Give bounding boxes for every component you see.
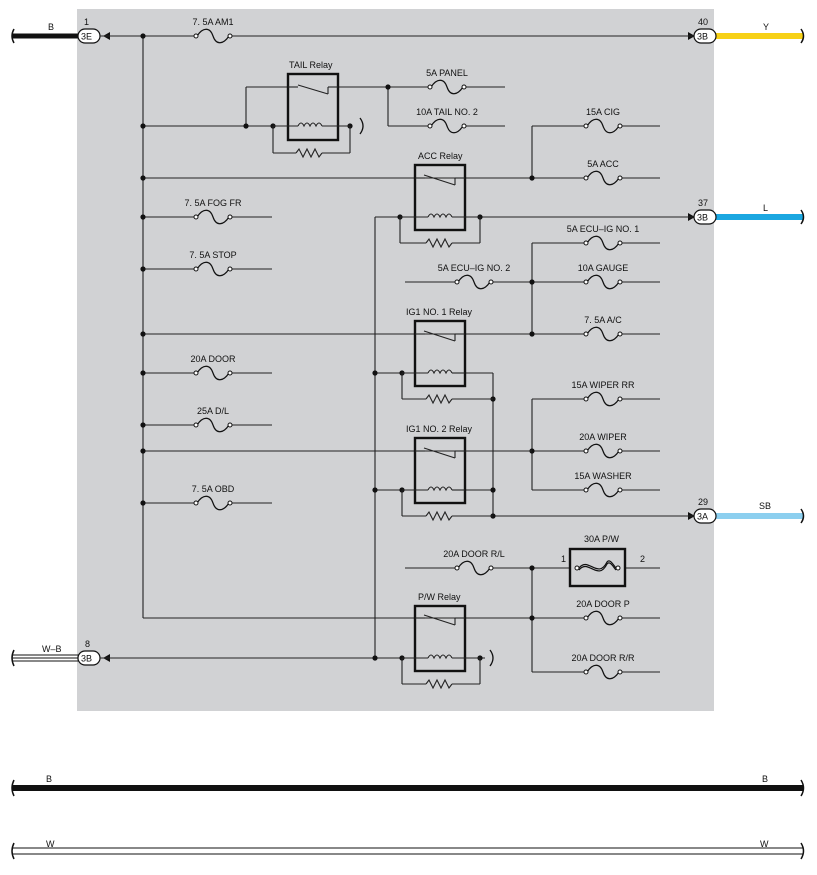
fuse-obd-label: 7. 5A OBD [192,484,235,494]
ig1-no2-relay-label: IG1 NO. 2 Relay [406,424,473,434]
wire-b-left: B [11,22,80,44]
wire-label-y: Y [763,22,769,32]
fuse-30a-pw-pin1: 1 [561,554,566,564]
wire-label-l: L [763,203,768,213]
connector-3b-37: 3B 37 [688,198,717,225]
fuse-door-label: 20A DOOR [190,354,236,364]
fuse-ecuig1: 5A ECU–IG NO. 1 [567,224,640,251]
svg-text:3E: 3E [81,32,92,42]
fuse-washer: 15A WASHER [574,471,632,498]
fuse-tail2: 10A TAIL NO. 2 [416,107,478,134]
pw-relay: P/W Relay [401,592,494,690]
connector-3b-8: 3B 8 [77,639,110,666]
fuse-30a-pw-pin2: 2 [640,554,645,564]
wire-l-right: L [715,203,805,225]
tail-relay: TAIL Relay [272,60,364,159]
fuse-washer-label: 15A WASHER [574,471,632,481]
tail-relay-label: TAIL Relay [289,60,333,70]
bottom-wire-w-label-right: W [760,839,769,849]
pw-fusible-link: 30A P/W 1 2 [561,534,645,588]
fuse-cig: 15A CIG [583,107,623,134]
pw-relay-label: P/W Relay [418,592,461,602]
fuse-wiper-label: 20A WIPER [579,432,627,442]
fuse-gauge: 10A GAUGE [578,263,629,290]
fuse-wiperrr-label: 15A WIPER RR [571,380,635,390]
fuse-acc: 5A ACC [583,159,623,186]
fuse-am1: 7. 5A AM1 [192,17,234,44]
fuse-doorrr-label: 20A DOOR R/R [571,653,635,663]
connector-3a-29: 3A 29 [688,497,717,524]
fuse-doorrl-label: 20A DOOR R/L [443,549,505,559]
fuse-panel: 5A PANEL [426,68,468,95]
fuse-doorrr: 20A DOOR R/R [571,653,635,680]
svg-text:3B: 3B [697,32,708,42]
fuse-tail2-label: 10A TAIL NO. 2 [416,107,478,117]
fuse-ac: 7. 5A A/C [583,315,623,342]
fuse-gauge-label: 10A GAUGE [578,263,629,273]
wire-label-wb: W–B [42,644,62,654]
bottom-wire-b: B B [11,774,805,797]
fuse-ecuig2-label: 5A ECU–IG NO. 2 [438,263,511,273]
svg-text:3B: 3B [81,654,92,664]
wire-y-right: Y [715,22,805,44]
fuse-doorp-label: 20A DOOR P [576,599,630,609]
svg-text:3A: 3A [697,512,708,522]
fuse-am1-label: 7. 5A AM1 [192,17,233,27]
acc-relay: ACC Relay [399,151,481,249]
connector-3b-40: 3B 40 [688,17,717,44]
fuse-fogfr-label: 7. 5A FOG FR [184,198,242,208]
ig1-no2-relay: IG1 NO. 2 Relay [401,424,532,522]
fuse-layer: 7. 5A AM1 5A PANEL 10A TAIL NO. 2 15A CIG 5A… [184,17,640,680]
fuse-acc-label: 5A ACC [587,159,619,169]
fuse-wiper: 20A WIPER [579,432,627,459]
wire-label-b: B [48,22,54,32]
fuse-ecuig2: 5A ECU–IG NO. 2 [438,263,511,290]
fuse-ac-label: 7. 5A A/C [584,315,622,325]
svg-text:1: 1 [84,17,89,27]
fuse-dl-label: 25A D/L [197,406,229,416]
ig1-no1-relay-label: IG1 NO. 1 Relay [406,307,473,317]
ig1-no1-relay: IG1 NO. 1 Relay [401,307,493,405]
bottom-wire-b-label-left: B [46,774,52,784]
fuse-doorp: 20A DOOR P [576,599,630,626]
fuse-stop: 7. 5A STOP [189,250,237,277]
bottom-wire-w: W W [11,839,805,860]
fuse-ecuig1-label: 5A ECU–IG NO. 1 [567,224,640,234]
svg-text:8: 8 [85,639,90,649]
acc-relay-label: ACC Relay [418,151,463,161]
svg-text:3B: 3B [697,213,708,223]
fuse-fogfr: 7. 5A FOG FR [184,198,242,225]
svg-text:37: 37 [698,198,708,208]
svg-text:29: 29 [698,497,708,507]
fuse-dl: 25A D/L [193,406,233,433]
wire-sb-right: SB [715,501,805,524]
fuse-door: 20A DOOR [190,354,236,381]
fuse-cig-label: 15A CIG [586,107,620,117]
fuse-panel-label: 5A PANEL [426,68,468,78]
wire-label-sb: SB [759,501,771,511]
bottom-wire-w-label-left: W [46,839,55,849]
fuse-obd: 7. 5A OBD [192,484,235,511]
fuse-wiperrr: 15A WIPER RR [571,380,635,407]
connector-3e-1: 3E 1 [77,17,110,44]
fuse-30a-pw-label: 30A P/W [584,534,620,544]
fuse-stop-label: 7. 5A STOP [189,250,236,260]
fuse-doorrl: 20A DOOR R/L [443,549,505,576]
wire-wb-left: W–B [11,644,80,667]
svg-text:40: 40 [698,17,708,27]
bottom-wire-b-label-right: B [762,774,768,784]
